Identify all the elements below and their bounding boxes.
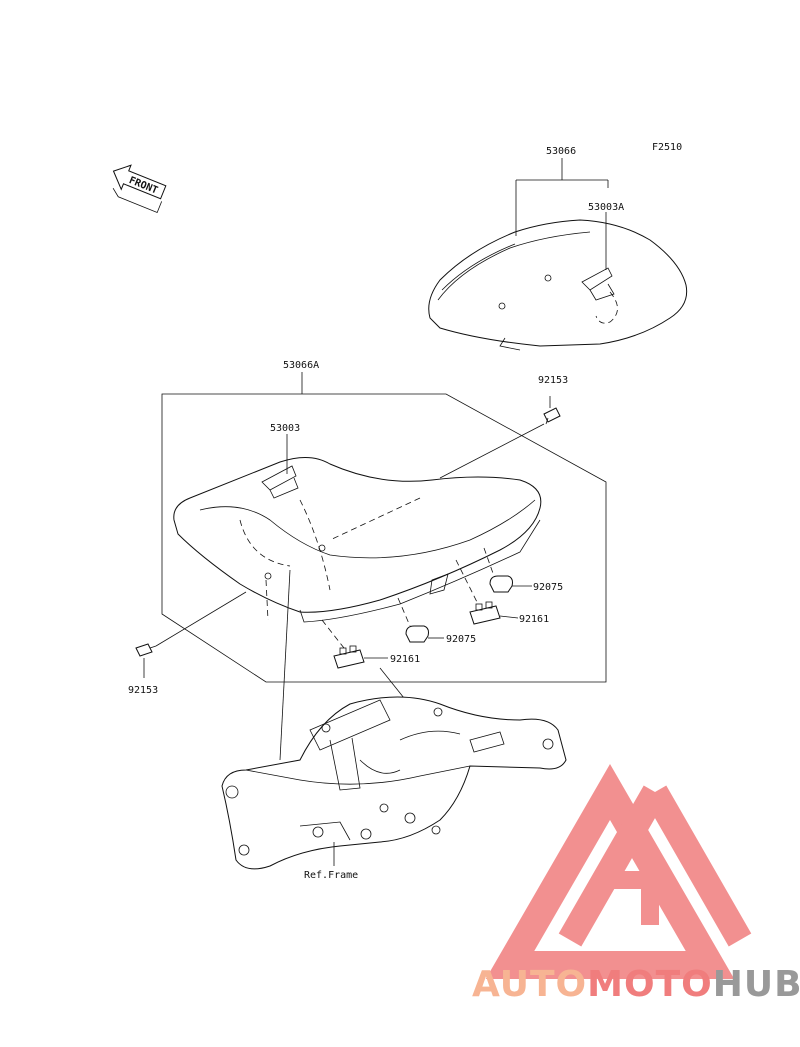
front-arrow-icon: FRONT: [112, 164, 167, 214]
damper-lower-icon: [405, 625, 429, 643]
diagram-code: F2510: [652, 142, 682, 153]
watermark-word-hub: HUB: [713, 964, 800, 1005]
label-bolt-right: 92153: [538, 375, 568, 386]
front-seat: [173, 457, 542, 623]
rear-seat: [428, 219, 688, 351]
label-rear-seat-strap: 53003A: [588, 202, 624, 213]
label-bolt-left: 92153: [128, 685, 158, 696]
bolt-left-icon: [135, 643, 157, 657]
damper-upper-icon: [489, 575, 513, 593]
watermark-word-moto: MOTO: [587, 964, 713, 1005]
clip-lower-icon: [333, 645, 365, 669]
bolt-right-icon: [543, 407, 561, 425]
watermark-logo-icon: [485, 764, 752, 979]
label-front-seat-assy: 53066A: [283, 360, 319, 371]
clip-upper-icon: [469, 601, 501, 625]
label-damper-upper: 92075: [533, 582, 563, 593]
label-rear-seat-assy: 53066: [546, 146, 576, 157]
label-damper-lower: 92075: [446, 634, 476, 645]
label-clip-upper: 92161: [519, 614, 549, 625]
frame: [221, 696, 567, 870]
watermark-word-auto: AUTO: [472, 964, 587, 1005]
label-clip-lower: 92161: [390, 654, 420, 665]
watermark-wordmark: AUTOMOTOHUB: [472, 964, 800, 1005]
label-frame-ref: Ref.Frame: [304, 870, 358, 881]
label-front-seat-strap: 53003: [270, 423, 300, 434]
svg-text:AUTOMOTOHUB: AUTOMOTOHUB: [472, 964, 800, 1005]
